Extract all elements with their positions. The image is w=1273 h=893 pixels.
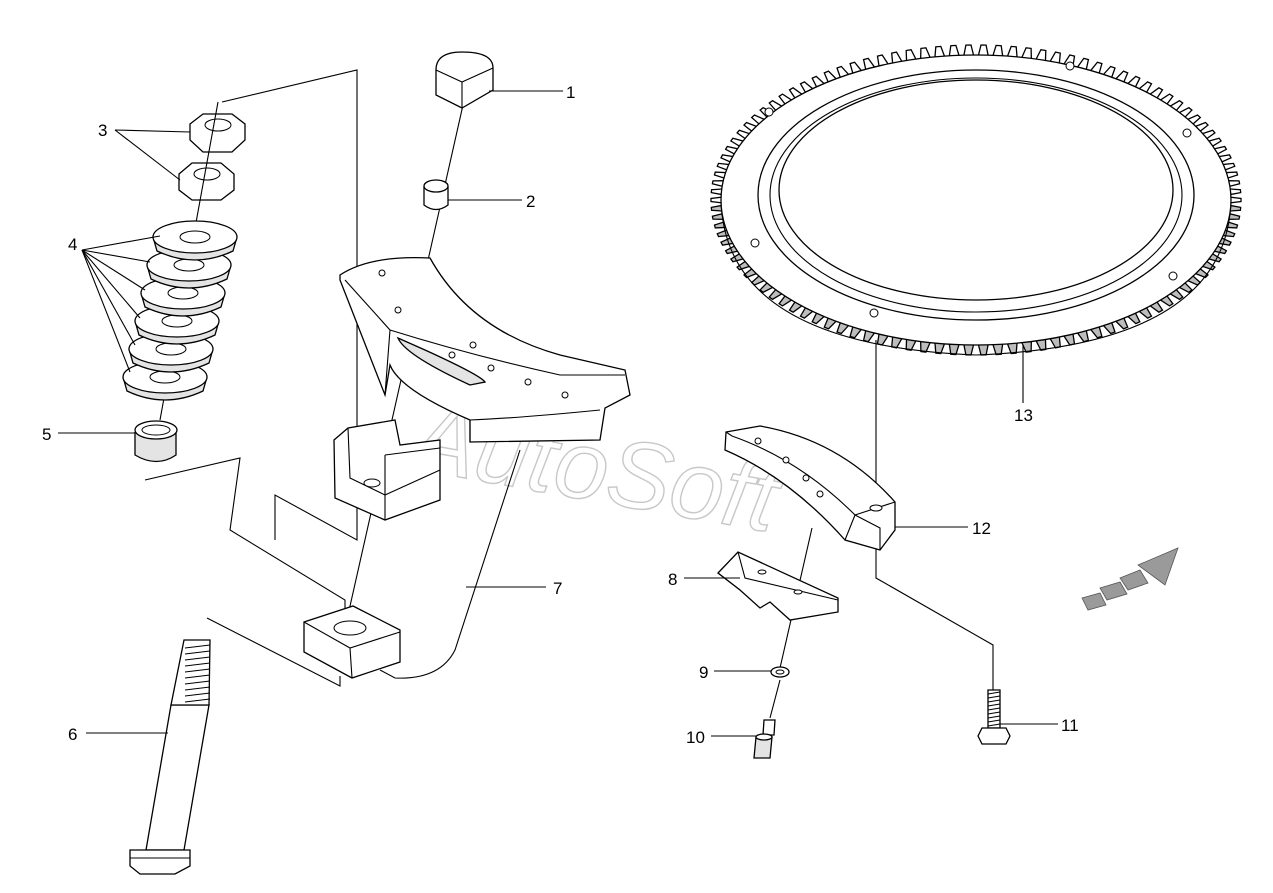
group-outline-bottom: [144, 457, 346, 610]
part-10-screw[interactable]: [753, 719, 776, 759]
part-7-clamp-block[interactable]: [333, 419, 441, 521]
thread-line: [987, 691, 1001, 695]
part-12-segment[interactable]: [724, 425, 896, 551]
callout-label-2: 2: [526, 192, 535, 211]
callout-label-7: 7: [553, 579, 562, 598]
part-2-bushing[interactable]: [423, 179, 449, 211]
callout-label-4: 4: [68, 235, 77, 254]
callout-label-3: 3: [98, 121, 107, 140]
washer-hole: [161, 314, 193, 328]
part-3-nut-lower[interactable]: [178, 162, 235, 201]
callout-label-13: 13: [1014, 406, 1033, 425]
callout-6: 6: [68, 725, 168, 744]
callout-12: 12: [895, 519, 991, 538]
thread-line: [987, 695, 1001, 699]
callout-label-8: 8: [668, 570, 677, 589]
thread-line: [987, 707, 1001, 711]
callout-7: 7: [466, 579, 562, 598]
thread-line: [987, 711, 1001, 715]
callout-label-12: 12: [972, 519, 991, 538]
washer-hole: [173, 258, 205, 272]
part-13-ring-gear[interactable]: [710, 44, 1242, 356]
callout-label-1: 1: [566, 83, 575, 102]
part-7-bracket[interactable]: [339, 256, 631, 679]
callout-label-9: 9: [699, 663, 708, 682]
callout-label-11: 11: [1061, 716, 1079, 735]
callout-label-6: 6: [68, 725, 77, 744]
callout-9: 9: [699, 663, 771, 682]
direction-arrow: [1081, 547, 1179, 611]
callout-1: 1: [489, 83, 575, 102]
callout-2: 2: [448, 192, 535, 211]
callout-11: 11: [1000, 716, 1079, 735]
callout-5: 5: [42, 425, 135, 444]
thread-line: [184, 644, 211, 649]
gear-rim-edge: [720, 199, 1232, 356]
thread-line: [184, 662, 211, 667]
callout-3: 3: [98, 121, 191, 181]
callout-13: 13: [1014, 345, 1033, 425]
thread-line: [184, 686, 211, 691]
thread-line: [987, 723, 1001, 727]
centerline-12-11: [875, 548, 994, 690]
group-outline-bolt: [206, 617, 341, 687]
washer-hole: [149, 370, 181, 384]
part-1-cap[interactable]: [435, 51, 494, 109]
thread-line: [184, 650, 211, 655]
part-5-sleeve[interactable]: [134, 420, 178, 463]
thread-line: [184, 668, 211, 673]
part-9-lock-washer[interactable]: [770, 666, 790, 678]
callout-10: 10: [686, 728, 756, 747]
callout-8: 8: [668, 570, 740, 589]
part-3-nut-upper[interactable]: [189, 113, 246, 153]
thread-line: [184, 674, 211, 679]
part-6-long-bolt[interactable]: [129, 639, 211, 875]
thread-line: [987, 715, 1001, 719]
part-7-lower-block[interactable]: [303, 605, 401, 679]
washer-hole: [167, 286, 199, 300]
thread-line: [184, 692, 211, 697]
callout-label-5: 5: [42, 425, 51, 444]
part-8-wedge[interactable]: [717, 551, 839, 621]
thread-line: [987, 703, 1001, 707]
callout-label-10: 10: [686, 728, 705, 747]
washer-hole: [155, 342, 187, 356]
thread-line: [184, 680, 211, 685]
group-outline-left: [221, 69, 358, 541]
thread-line: [184, 656, 211, 661]
thread-line: [184, 698, 211, 703]
part-4-washer-stack[interactable]: [122, 220, 238, 401]
part-11-bolt[interactable]: [977, 689, 1011, 745]
callout-4: 4: [68, 235, 161, 373]
washer-hole: [179, 230, 211, 244]
thread-line: [987, 699, 1001, 703]
centerline-9-10: [769, 679, 781, 719]
thread-line: [987, 719, 1001, 723]
